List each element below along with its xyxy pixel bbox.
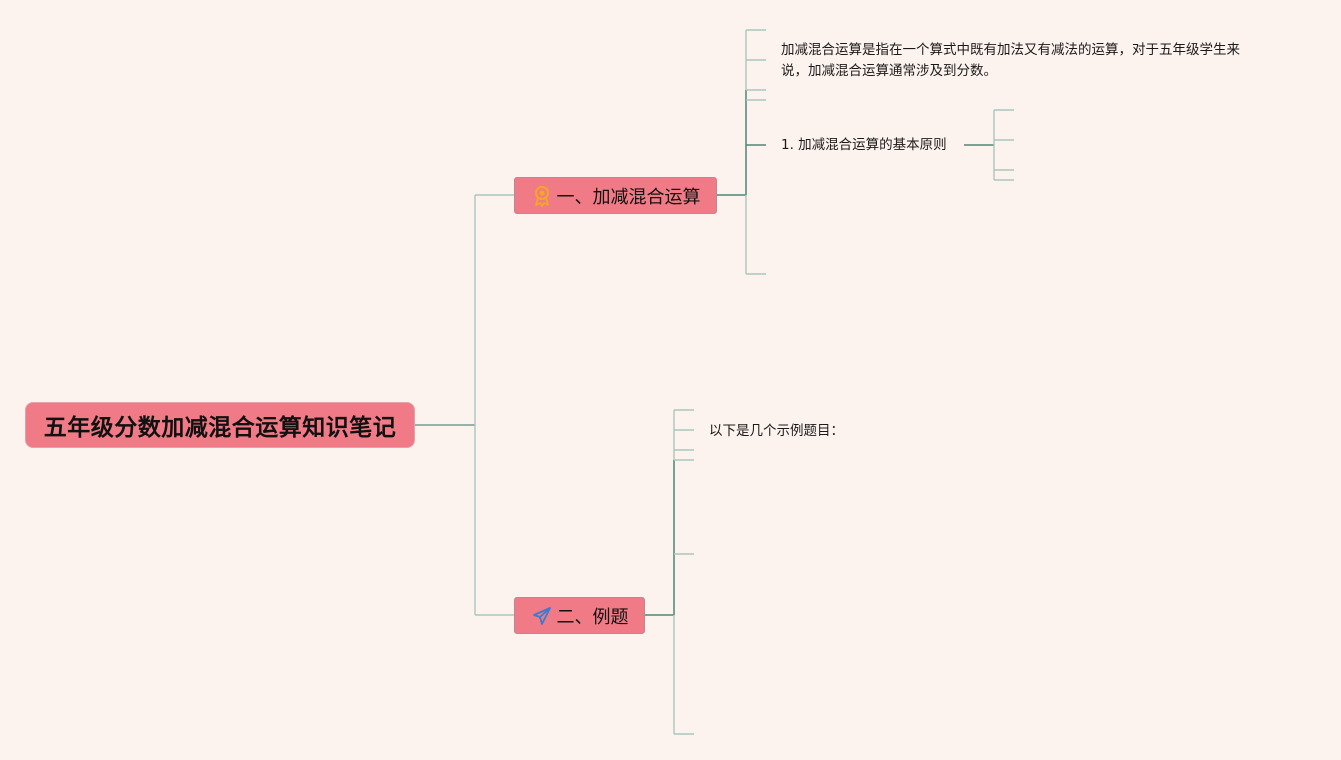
leaf-examples-intro[interactable]: 以下是几个示例题目： — [709, 423, 844, 439]
topic-node-mixed-operations[interactable]: 一、加减混合运算 — [514, 177, 717, 214]
leaf-basic-principle[interactable]: 1. 加减混合运算的基本原则 — [781, 137, 947, 153]
root-label: 五年级分数加减混合运算知识笔记 — [43, 415, 397, 441]
topic-label: 二、例题 — [556, 606, 629, 628]
topic-node-examples[interactable]: 二、例题 — [514, 597, 645, 634]
award-ribbon-icon — [531, 185, 553, 207]
topic-label: 一、加减混合运算 — [556, 186, 701, 208]
paper-plane-icon — [531, 605, 553, 627]
leaf-definition[interactable]: 加减混合运算是指在一个算式中既有加法又有减法的运算，对于五年级学生来说，加减混合… — [781, 42, 1240, 79]
root-node[interactable]: 五年级分数加减混合运算知识笔记 — [25, 402, 415, 448]
